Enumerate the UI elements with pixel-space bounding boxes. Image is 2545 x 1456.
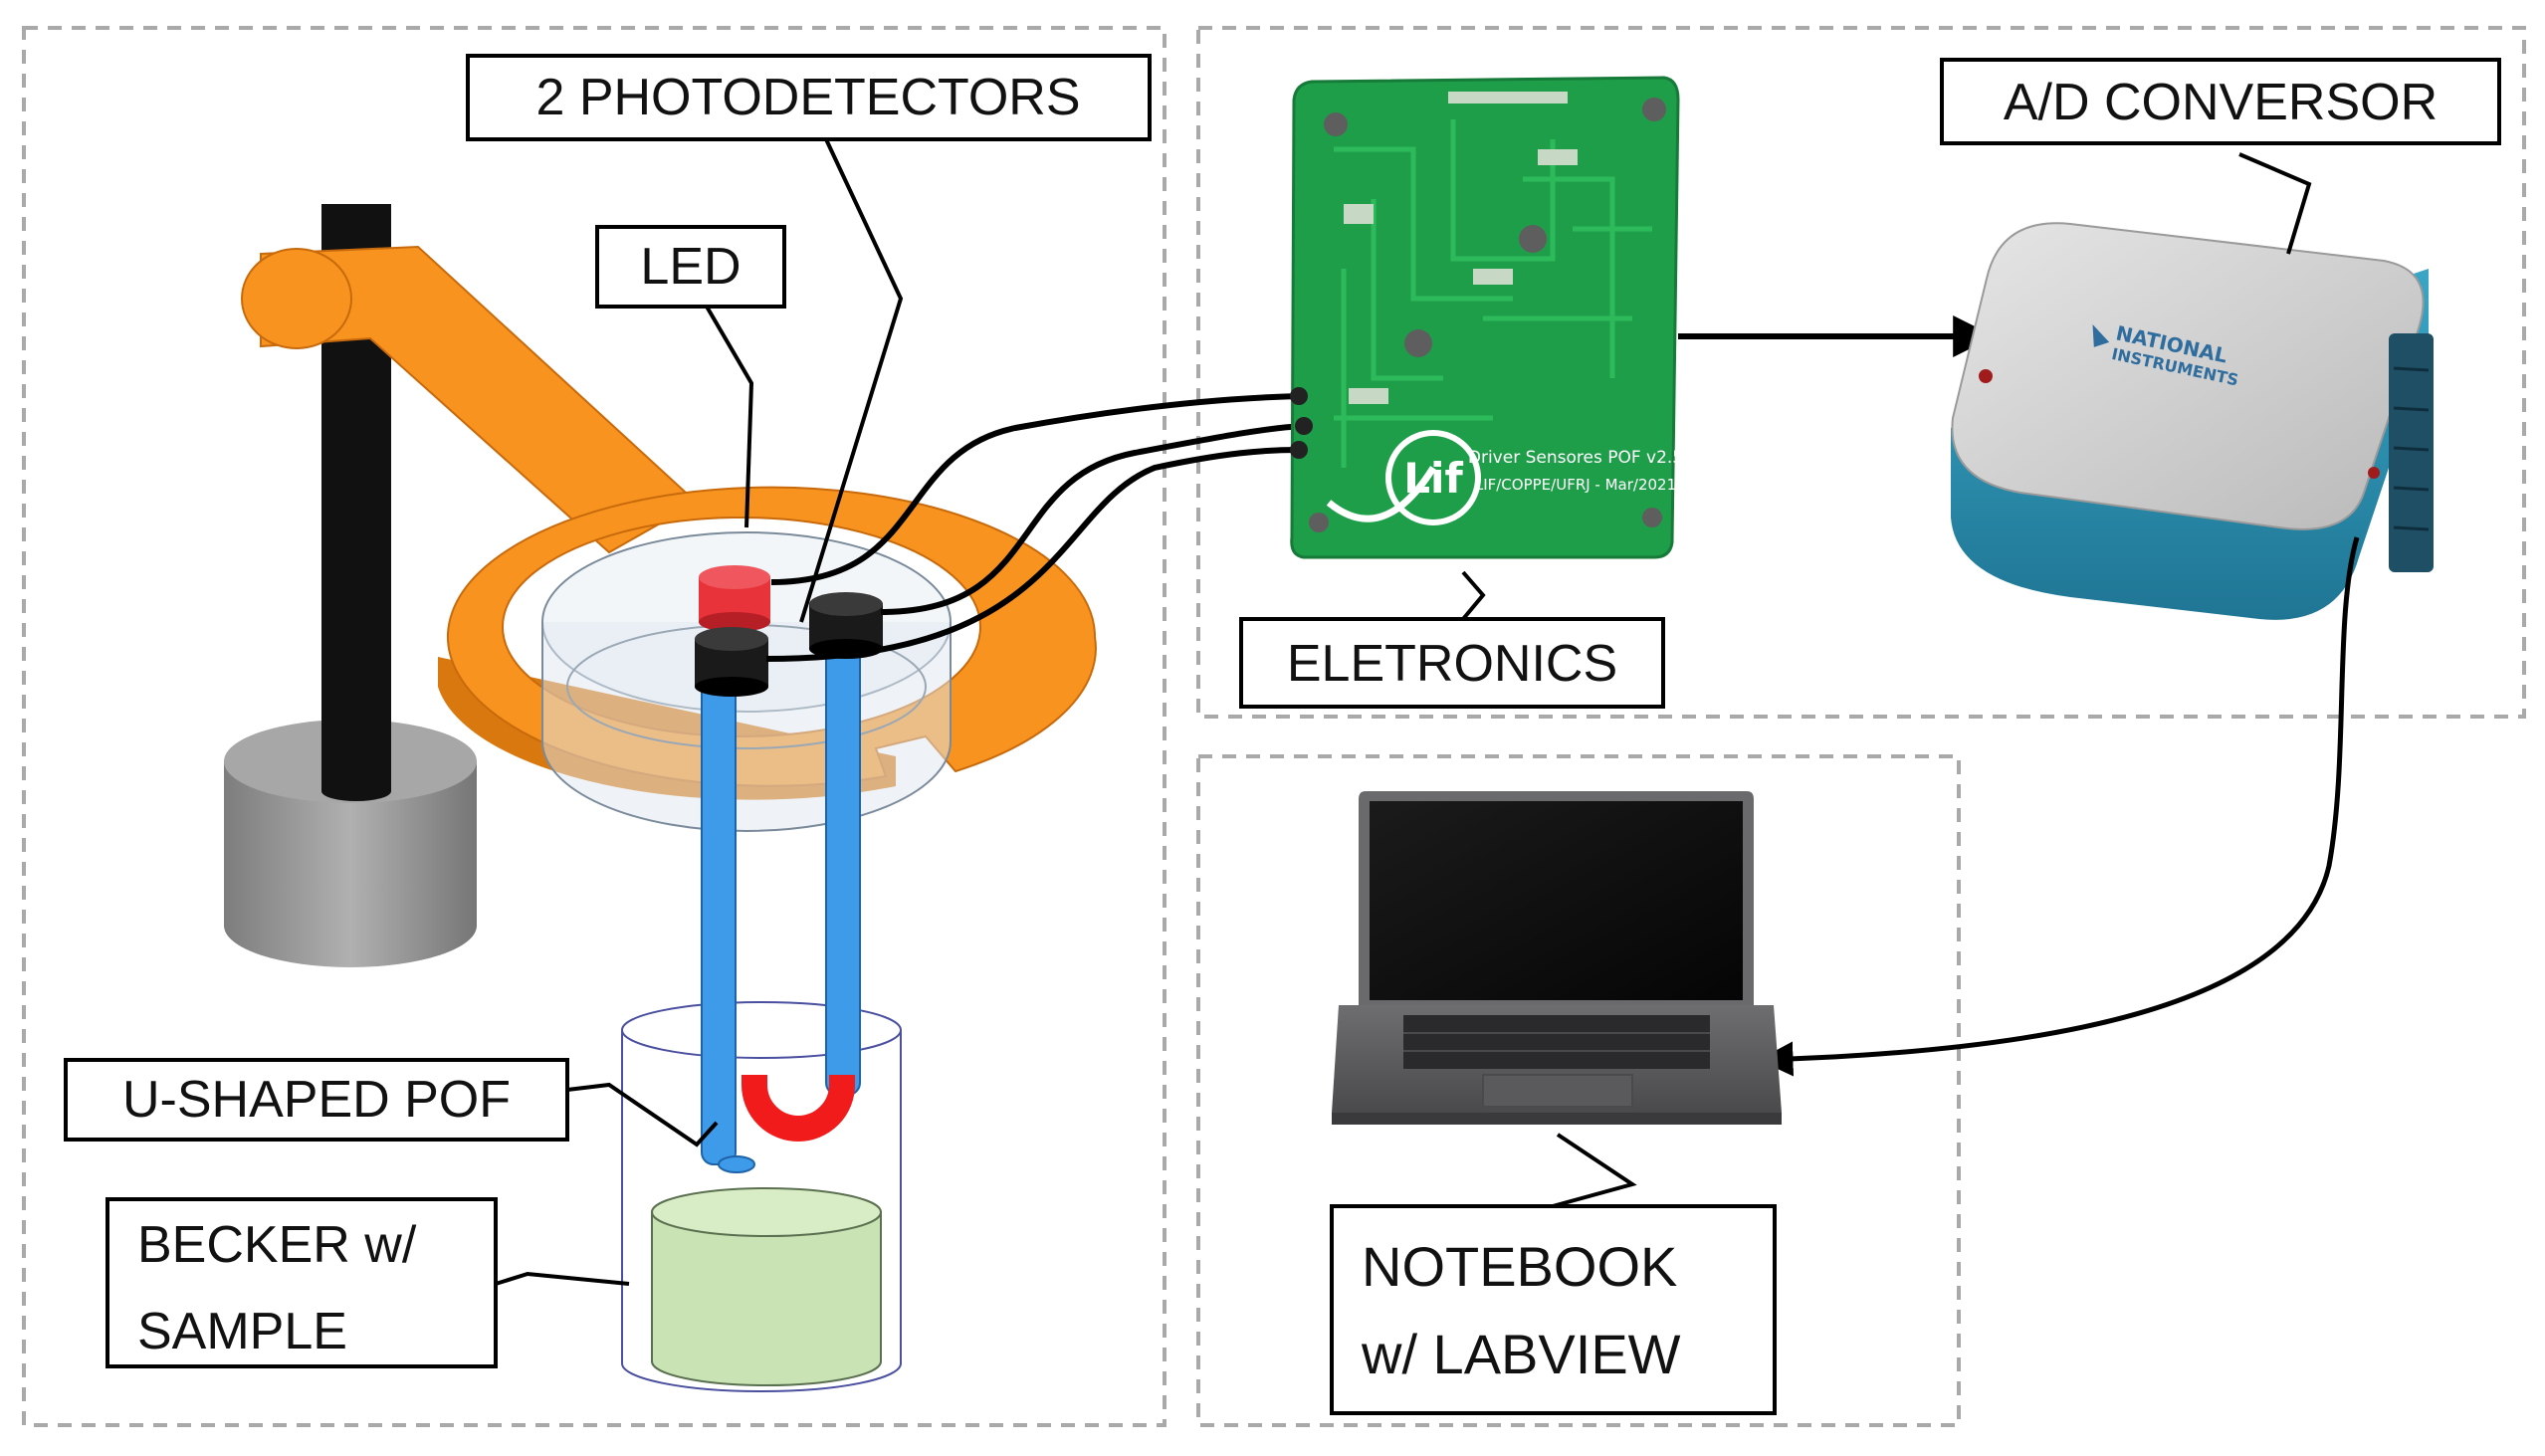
callout-ad-conversor: A/D CONVERSOR xyxy=(1940,58,2501,145)
holder-arm xyxy=(260,245,699,554)
label-u-shaped-pof: U-SHAPED POF xyxy=(122,1071,511,1129)
laptop-icon xyxy=(1332,791,1782,1125)
label-eletronics: ELETRONICS xyxy=(1287,635,1617,693)
photodetector-cap-back xyxy=(809,592,883,659)
daq-device-icon: NATIONAL INSTRUMENTS xyxy=(1951,222,2434,620)
callout-notebook: NOTEBOOK w/ LABVIEW xyxy=(1330,1204,1777,1415)
u-shaped-pof-fiber xyxy=(701,626,861,1173)
label-notebook-line2: w/ LABVIEW xyxy=(1361,1323,1681,1385)
sensor-panel xyxy=(22,26,1166,1427)
label-notebook-line1: NOTEBOOK xyxy=(1362,1235,1677,1298)
pof-sensor-setup-icon xyxy=(224,204,1097,1392)
sensor-cables xyxy=(765,393,1305,662)
callout-becker: BECKER w/ SAMPLE xyxy=(106,1197,498,1368)
pcb-model-text: Driver Sensores POF v2.5 xyxy=(1468,448,1683,468)
pcb-board-icon: Lif Driver Sensores POF v2.5 LIF/COPPE/U… xyxy=(1290,76,1683,559)
label-becker-line1: BECKER w/ xyxy=(137,1216,417,1274)
beaker xyxy=(621,1001,902,1363)
sample-liquid xyxy=(651,1187,882,1386)
callout-u-shaped-pof: U-SHAPED POF xyxy=(64,1058,569,1142)
photodetector-cap-front xyxy=(695,627,768,697)
callout-eletronics: ELETRONICS xyxy=(1239,617,1665,709)
pcb-lab-text: LIF/COPPE/UFRJ - Mar/2021 xyxy=(1475,476,1676,494)
label-becker-line2: SAMPLE xyxy=(137,1303,347,1360)
led-cap xyxy=(699,565,770,632)
callout-photodetectors: 2 PHOTODETECTORS xyxy=(466,54,1152,141)
electronics-panel xyxy=(1196,26,2526,719)
label-ad-conversor: A/D CONVERSOR xyxy=(2004,74,2438,131)
leader-lines xyxy=(495,138,2312,1286)
daq-to-notebook-cable xyxy=(1758,536,2360,1077)
label-led: LED xyxy=(640,238,741,296)
label-photodetectors: 2 PHOTODETECTORS xyxy=(535,69,1080,126)
pcb-logo-text: Lif xyxy=(1403,454,1463,503)
callout-led: LED xyxy=(595,225,786,309)
